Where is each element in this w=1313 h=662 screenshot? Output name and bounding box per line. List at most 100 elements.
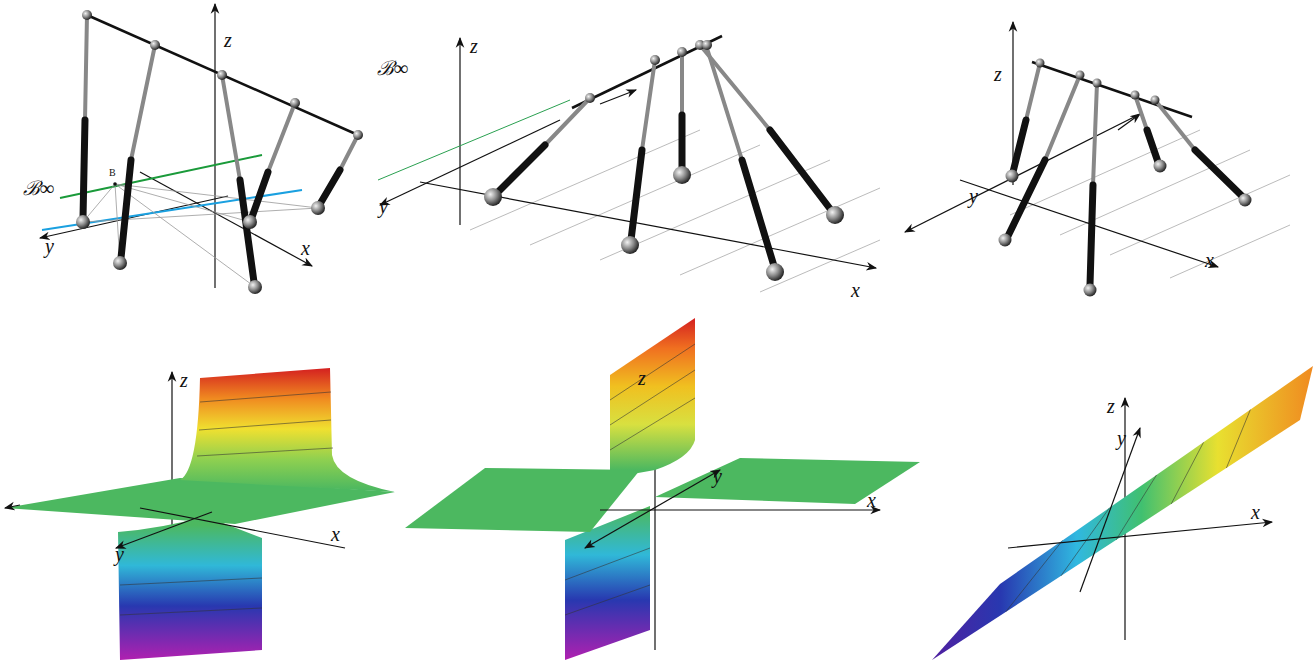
line-stroke [1008, 522, 1272, 548]
mechanism-figure [905, 22, 1290, 297]
surface-plot [932, 366, 1313, 660]
line-stroke [380, 120, 560, 205]
axis-label: z [1106, 396, 1116, 416]
line-stroke [680, 52, 684, 115]
line-stroke [1080, 428, 1140, 592]
line-stroke [240, 180, 254, 282]
point-label: B [108, 168, 117, 178]
line-stroke [679, 115, 686, 170]
line-stroke [1155, 100, 1195, 150]
line-group [83, 15, 358, 282]
line-stroke [268, 103, 295, 172]
axis-label: x [850, 280, 861, 300]
line-stroke [565, 585, 650, 615]
surface-plot [405, 318, 920, 660]
line-stroke [120, 578, 262, 585]
mechanism-figure [40, 4, 363, 294]
joint-sphere [217, 70, 227, 80]
axis-label: x [1204, 250, 1215, 270]
axis-label: z [469, 36, 479, 56]
line-stroke [545, 98, 590, 145]
line-stroke [600, 509, 880, 510]
line-stroke [197, 448, 333, 456]
line-stroke [121, 160, 131, 258]
line-stroke [120, 608, 262, 615]
line-stroke [585, 470, 720, 548]
line-stroke [1170, 225, 1290, 278]
line-stroke [116, 512, 212, 548]
line-stroke [1045, 75, 1080, 160]
line-stroke [530, 145, 760, 245]
axis-label: y [378, 196, 389, 216]
line-stroke [320, 170, 340, 204]
line-stroke [5, 505, 20, 508]
line-stroke [1135, 95, 1147, 130]
line-stroke [1026, 63, 1040, 120]
line-group [610, 344, 695, 450]
line-stroke [140, 172, 312, 266]
axis-label: y [44, 236, 55, 256]
joint-sphere [353, 130, 363, 140]
line-group [498, 45, 831, 266]
line-stroke [459, 38, 460, 225]
joint-sphere [311, 201, 325, 215]
line-stroke [742, 160, 774, 266]
axis-label: y [712, 466, 723, 486]
joint-sphere [1093, 79, 1102, 88]
joint-sphere [1006, 170, 1019, 183]
line-stroke [115, 184, 318, 208]
joint-sphere [1036, 59, 1045, 68]
line-stroke [642, 60, 655, 150]
line-group [484, 40, 844, 281]
mechanism-figure [378, 36, 880, 292]
line-stroke [85, 15, 87, 120]
line-group [470, 130, 880, 292]
joint-sphere [677, 47, 687, 57]
joint-sphere [1151, 96, 1160, 105]
line-stroke [1013, 120, 1026, 172]
line-group [999, 59, 1252, 297]
line-stroke [378, 100, 570, 180]
line-stroke [760, 240, 880, 292]
line-group [120, 578, 262, 615]
line-stroke [140, 508, 345, 548]
axis-label: x [866, 490, 877, 510]
line-stroke [631, 150, 642, 240]
line-stroke [1118, 114, 1140, 130]
joint-sphere [484, 188, 502, 206]
line-group [1010, 130, 1290, 278]
line-stroke [200, 392, 331, 402]
surface-patch [180, 368, 395, 492]
line-stroke [199, 420, 331, 430]
line-stroke [115, 184, 255, 287]
line-stroke [60, 155, 262, 198]
surface-patch [118, 516, 262, 660]
line-label: ℬ∞ [22, 178, 55, 198]
joint-sphere [1239, 194, 1252, 207]
line-group [76, 10, 363, 294]
surface-patch [655, 458, 920, 504]
line-stroke [680, 188, 880, 275]
joint-sphere [585, 93, 595, 103]
joint-sphere [673, 166, 691, 184]
line-label: ℬ∞ [376, 58, 409, 78]
line-stroke [83, 184, 115, 222]
axis-label: x [1250, 502, 1261, 522]
axis-label: z [993, 64, 1003, 84]
line-stroke [1032, 62, 1192, 117]
joint-sphere [243, 215, 257, 229]
line-stroke [40, 196, 228, 238]
line-stroke [1171, 442, 1203, 504]
line-stroke [610, 344, 695, 400]
line-stroke [706, 45, 742, 160]
joint-sphere [826, 206, 844, 224]
line-stroke [222, 75, 240, 180]
line-stroke [1116, 475, 1157, 540]
line-stroke [83, 208, 318, 222]
joint-sphere [999, 234, 1012, 247]
joint-sphere [1154, 160, 1167, 173]
line-stroke [1090, 185, 1093, 285]
line-stroke [1147, 130, 1158, 162]
line-stroke [340, 135, 358, 170]
